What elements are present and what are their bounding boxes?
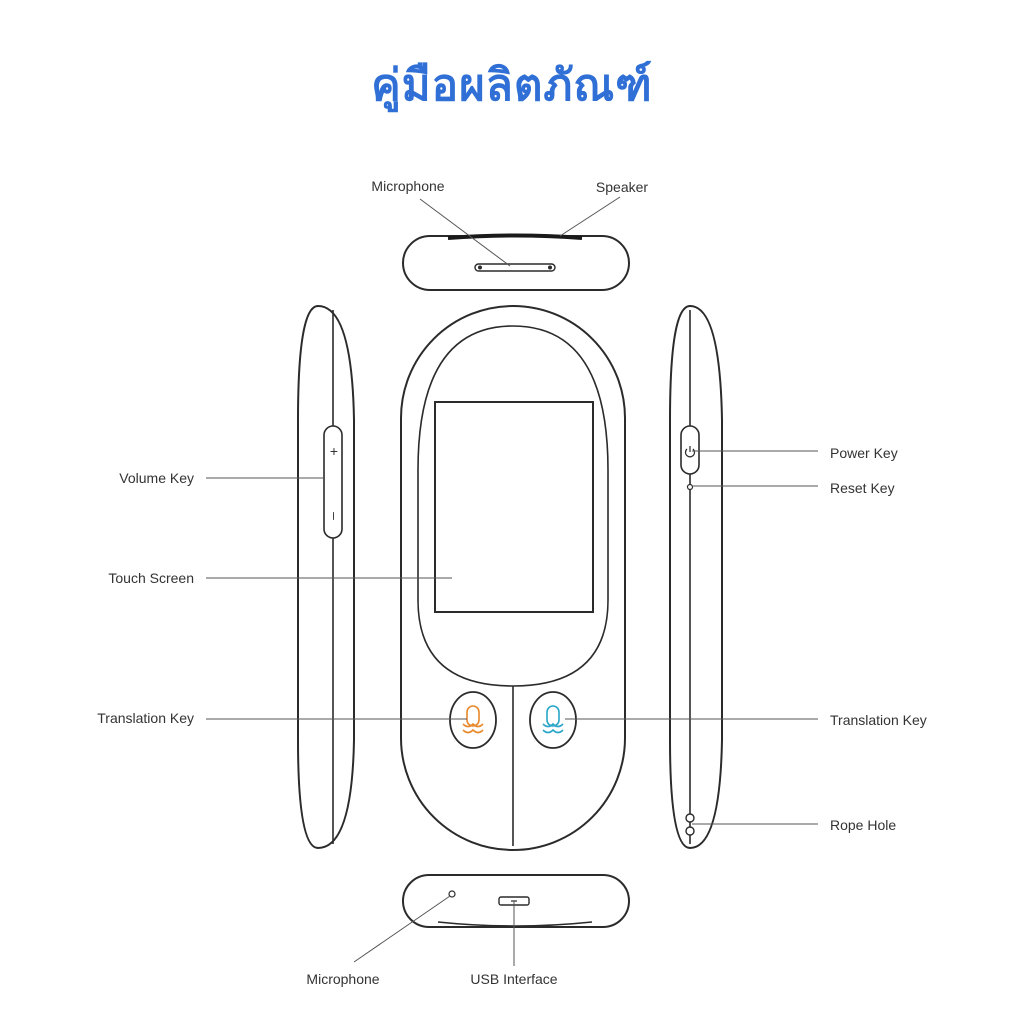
device-bottom-view <box>402 874 630 928</box>
volume-plus-symbol: + <box>330 443 338 459</box>
microphone-wave-icon <box>542 705 564 734</box>
label-power-key: Power Key <box>830 445 898 461</box>
rope-hole-upper <box>685 813 695 823</box>
rope-hole-lower <box>685 826 695 836</box>
label-speaker: Speaker <box>596 179 648 195</box>
leader-speaker <box>559 196 621 237</box>
device-right-side-view <box>669 304 723 850</box>
touch-screen-display[interactable] <box>434 401 594 613</box>
label-reset-key: Reset Key <box>830 480 895 496</box>
label-rope-hole: Rope Hole <box>830 817 896 833</box>
translation-key-right-button[interactable] <box>529 691 577 749</box>
leader-microphone-bottom <box>353 895 451 963</box>
volume-minus-symbol: – <box>327 512 343 520</box>
label-translation-key-left: Translation Key <box>97 710 194 726</box>
leader-microphone-top <box>419 198 511 267</box>
page-title: คู่มือผลิตภัณฑ์ <box>371 60 653 111</box>
microphone-wave-icon <box>462 705 484 734</box>
label-usb-interface: USB Interface <box>470 971 557 987</box>
device-top-view <box>402 233 630 291</box>
device-left-side-view: + – <box>297 304 355 850</box>
label-volume-key: Volume Key <box>119 470 194 486</box>
label-touch-screen: Touch Screen <box>108 570 194 586</box>
device-front-view <box>400 305 626 851</box>
translation-key-left-button[interactable] <box>449 691 497 749</box>
volume-key-button[interactable] <box>323 425 343 539</box>
reset-key-hole[interactable] <box>686 483 694 491</box>
label-translation-key-right: Translation Key <box>830 712 927 728</box>
label-microphone-bottom: Microphone <box>306 971 379 987</box>
label-microphone-top: Microphone <box>371 178 444 194</box>
bottom-microphone-hole <box>448 890 456 898</box>
top-microphone-slot <box>474 263 556 272</box>
